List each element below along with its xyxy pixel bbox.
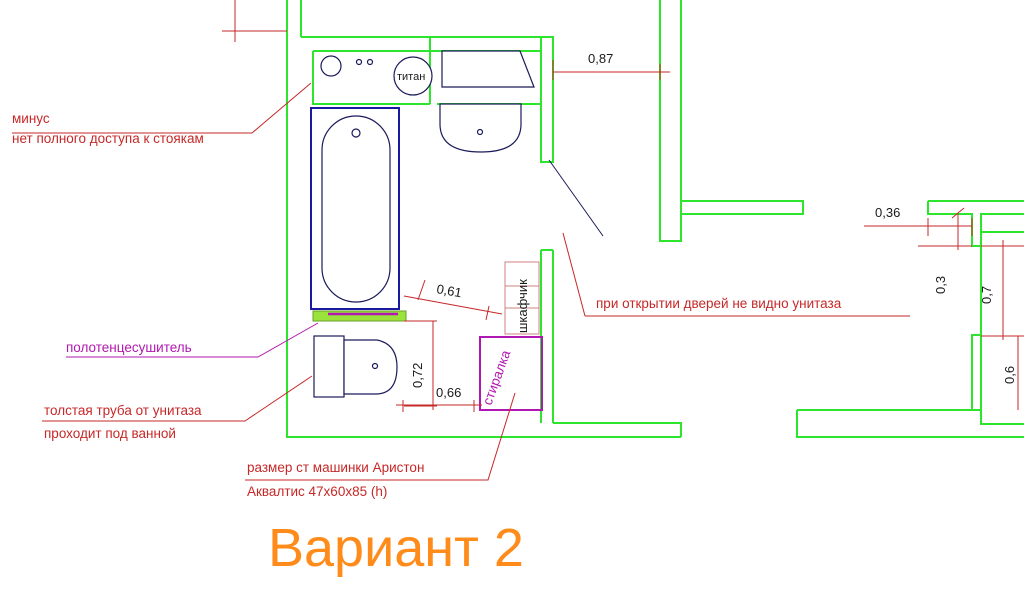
leader-door xyxy=(562,232,910,317)
dim-036: 0,36 xyxy=(875,205,900,220)
upper-toilet-drain xyxy=(476,128,484,136)
bottom-wall-top xyxy=(553,422,682,437)
tap-1 xyxy=(355,58,363,66)
cabinet: шкафчик xyxy=(504,261,540,335)
door-swing-line xyxy=(548,159,604,237)
counter-shape xyxy=(441,50,535,88)
note-washer-1: размер ст машинки Аристон xyxy=(247,460,424,475)
bath-partition-upper xyxy=(301,36,554,163)
note-towel-dryer: полотенцесушитель xyxy=(66,340,192,355)
dim-066: 0,66 xyxy=(436,385,461,400)
lower-toilet xyxy=(313,335,398,398)
boiler-label: титан xyxy=(397,71,425,83)
far-right-wall-3 xyxy=(980,231,1024,425)
top-fixtures xyxy=(320,50,535,96)
note-pipe-2: проходит под ванной xyxy=(44,426,176,441)
right-room-wall xyxy=(659,0,682,242)
leader-minus xyxy=(12,82,312,134)
leader-towel-dryer xyxy=(66,322,319,358)
washer-label: стиралка xyxy=(480,348,514,407)
leader-lines xyxy=(12,82,910,481)
dim-072: 0,72 xyxy=(410,363,425,388)
dim-06: 0,6 xyxy=(1002,366,1017,384)
left-wall xyxy=(286,0,681,438)
leader-washer xyxy=(245,392,516,481)
note-minus-1: минус xyxy=(12,111,50,126)
far-right-wall-1 xyxy=(796,334,1024,438)
leader-pipe xyxy=(42,375,313,422)
bathtub xyxy=(310,107,400,310)
boiler-circle xyxy=(393,56,433,96)
tap-2 xyxy=(366,58,374,66)
sink-round xyxy=(320,55,342,77)
towel-dryer-bar xyxy=(312,310,407,322)
dim-07: 0,7 xyxy=(979,286,994,304)
dim-087: 0,87 xyxy=(588,51,613,66)
variant-title: Вариант 2 xyxy=(268,518,524,578)
upper-toilet xyxy=(439,103,522,153)
bathtub-drain xyxy=(351,128,361,138)
note-door: при открытии дверей не видно унитаза xyxy=(596,296,842,311)
washer: стиралка xyxy=(479,336,543,411)
cabinet-label: шкафчик xyxy=(515,279,530,333)
far-right-wall-2 xyxy=(927,200,1024,247)
dim-03: 0,3 xyxy=(933,276,948,294)
dim-061: 0,61 xyxy=(435,281,463,300)
note-washer-2: Аквалтис 47x60x85 (h) xyxy=(247,484,387,499)
note-minus-2: нет полного доступа к стоякам xyxy=(12,131,204,146)
dimension-lines xyxy=(222,0,1024,412)
right-room-partition xyxy=(681,200,804,215)
note-pipe-1: толстая труба от унитаза xyxy=(44,403,202,418)
top-shelf-line xyxy=(312,37,541,105)
